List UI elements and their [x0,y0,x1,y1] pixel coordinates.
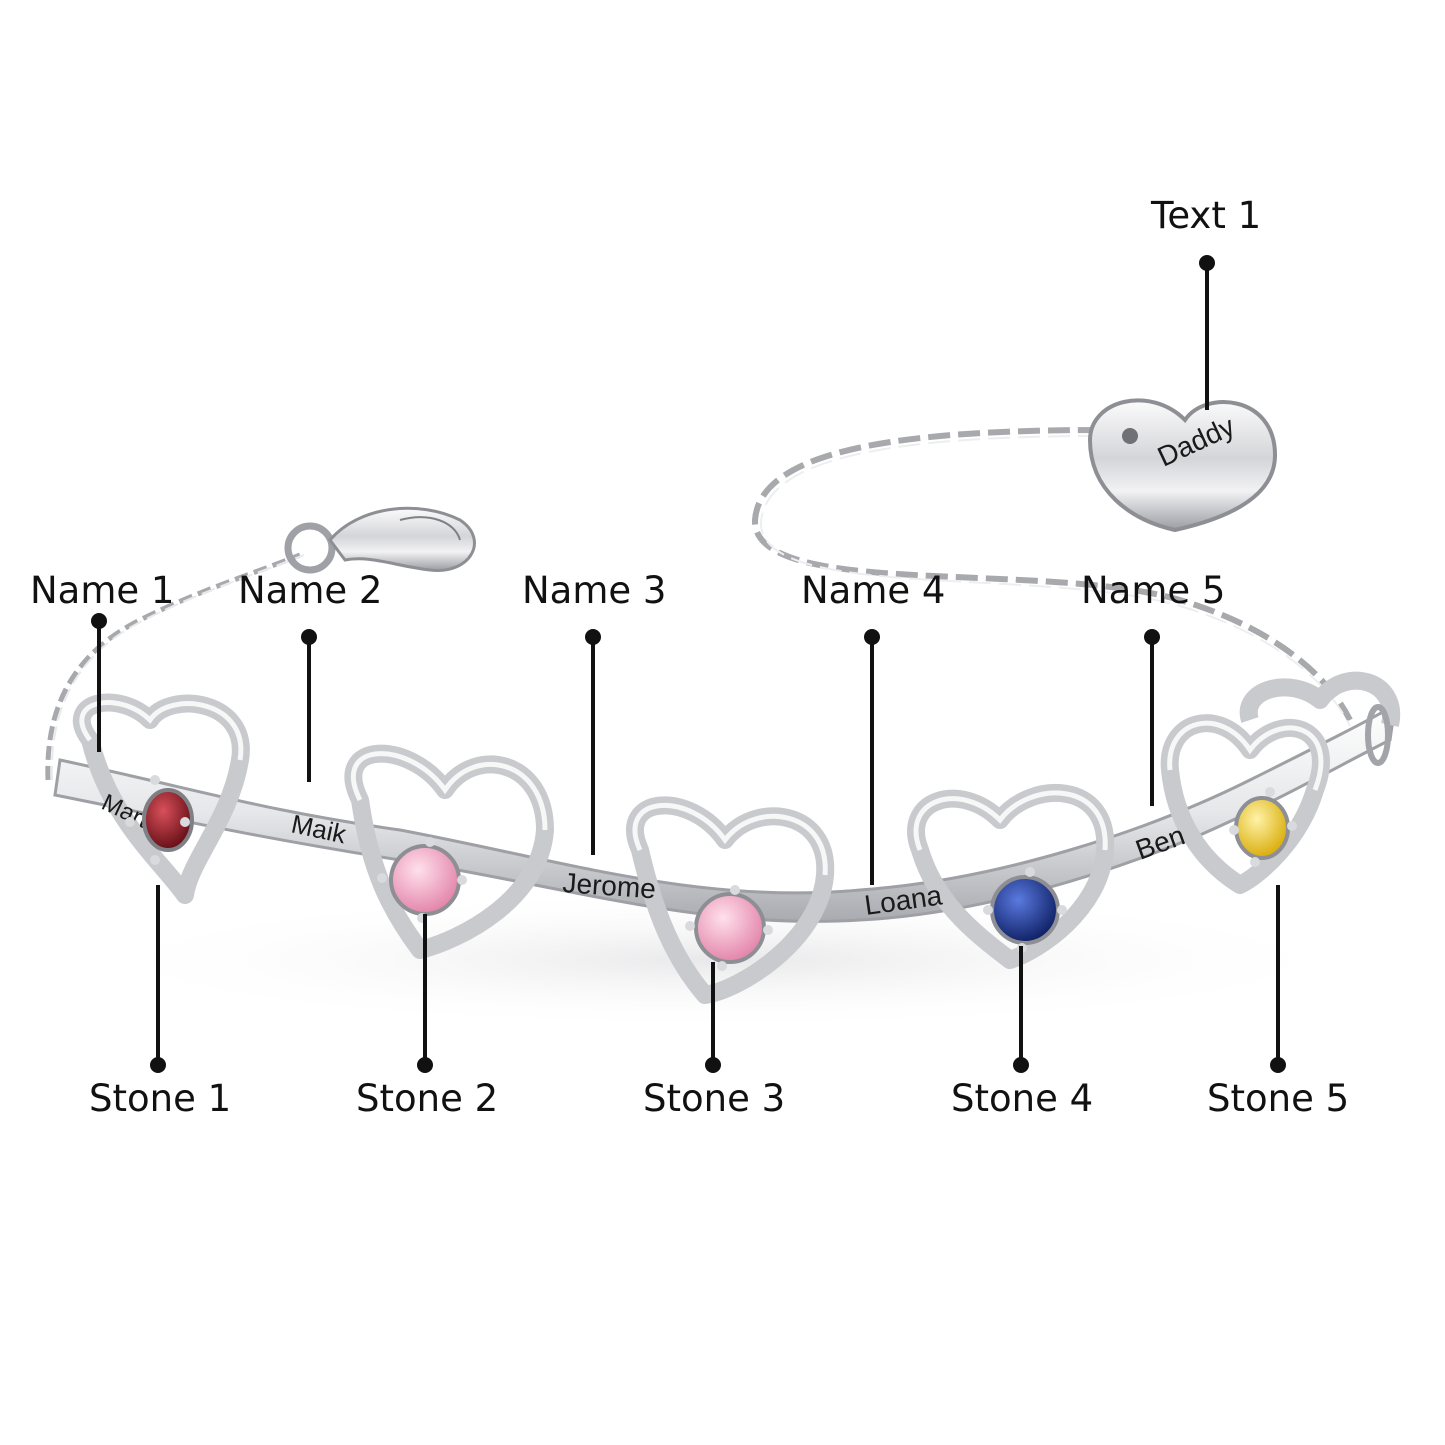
heart-charm: Daddy [1087,398,1278,533]
dot-name-5 [1144,629,1160,645]
callout-name-4: Name 4 [801,569,946,612]
callout-stone-5: Stone 5 [1207,1077,1350,1120]
stone-1 [125,775,194,865]
callout-stone-3: Stone 3 [643,1077,786,1120]
dot-text-1 [1199,255,1215,271]
engraving-name-3: Jerome [562,867,657,904]
callout-stone-4: Stone 4 [951,1077,1094,1120]
dot-stone-5 [1270,1057,1286,1073]
dot-stone-1 [150,1057,166,1073]
callout-dots [91,255,1286,1073]
stone-4 [983,867,1067,953]
stone-3 [685,885,773,971]
callout-name-2: Name 2 [238,569,383,612]
dot-stone-3 [705,1057,721,1073]
callout-name-5: Name 5 [1081,569,1226,612]
heart-link-6 [1239,671,1401,727]
chain-right [751,427,1353,727]
callout-leaders [97,263,1280,1065]
heart-links-highlight [79,700,1324,876]
dot-name-3 [585,629,601,645]
stone-5 [1229,787,1297,867]
dot-name-1 [91,613,107,629]
dot-stone-4 [1013,1057,1029,1073]
jump-ring [1365,704,1391,766]
callout-text-1: Text 1 [1151,194,1262,237]
dot-name-2 [301,629,317,645]
callout-stone-2: Stone 2 [356,1077,499,1120]
callout-name-1: Name 1 [30,569,175,612]
birthstones [125,775,1297,971]
lobster-clasp [284,506,476,574]
chain-left [45,552,305,781]
dot-stone-2 [417,1057,433,1073]
callout-stone-1: Stone 1 [89,1077,232,1120]
bracelet-band [53,702,1397,923]
dot-name-4 [864,629,880,645]
callout-name-3: Name 3 [522,569,667,612]
